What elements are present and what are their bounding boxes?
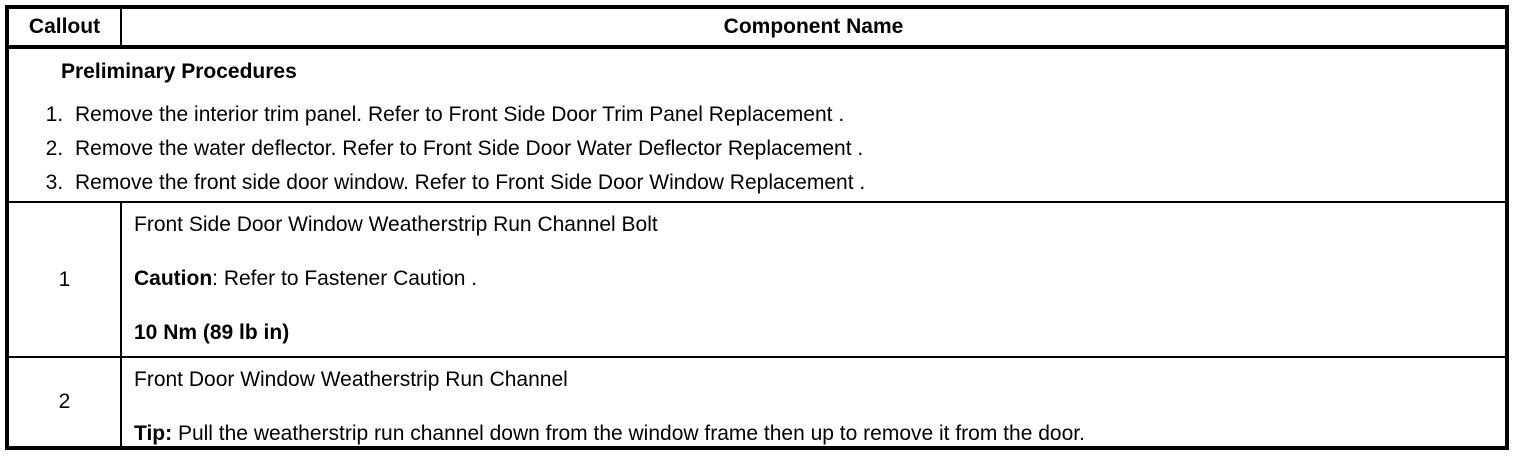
callout-number-2: 2 — [7, 357, 122, 449]
caution-label: Caution — [134, 267, 213, 290]
preliminary-procedures-row: Preliminary Procedures Remove the interi… — [7, 47, 1507, 203]
table-row-callout-2: 2 Front Door Window Weatherstrip Run Cha… — [7, 357, 1507, 449]
preliminary-procedures-title: Preliminary Procedures — [61, 60, 297, 83]
component-name-2: Front Door Window Weatherstrip Run Chann… — [134, 368, 568, 391]
preliminary-step-2: Remove the water deflector. Refer to Fro… — [69, 136, 1493, 161]
callout-column-header: Callout — [7, 7, 122, 49]
tip-text: Pull the weatherstrip run channel down f… — [172, 422, 1085, 445]
caution-line: Caution: Refer to Fastener Caution . — [134, 266, 1491, 291]
component-name-1: Front Side Door Window Weatherstrip Run … — [134, 213, 658, 236]
torque-spec: 10 Nm (89 lb in) — [134, 321, 290, 344]
caution-text: : Refer to Fastener Caution . — [212, 267, 478, 290]
preliminary-procedures-cell: Preliminary Procedures Remove the interi… — [7, 47, 1507, 203]
table-row-callout-1: 1 Front Side Door Window Weatherstrip Ru… — [7, 202, 1507, 358]
tip-label: Tip: — [134, 422, 173, 445]
preliminary-step-3: Remove the front side door window. Refer… — [69, 170, 1493, 195]
component-callout-table: Callout Component Name Preliminary Proce… — [5, 5, 1509, 450]
component-cell-1: Front Side Door Window Weatherstrip Run … — [121, 202, 1507, 358]
component-name-column-header: Component Name — [121, 7, 1507, 49]
table-header-row: Callout Component Name — [7, 7, 1507, 49]
preliminary-step-1: Remove the interior trim panel. Refer to… — [69, 102, 1493, 127]
tip-line: Tip: Pull the weatherstrip run channel d… — [134, 421, 1491, 446]
preliminary-steps-list: Remove the interior trim panel. Refer to… — [9, 102, 1493, 195]
callout-number-1: 1 — [7, 202, 122, 358]
component-cell-2: Front Door Window Weatherstrip Run Chann… — [121, 357, 1507, 449]
